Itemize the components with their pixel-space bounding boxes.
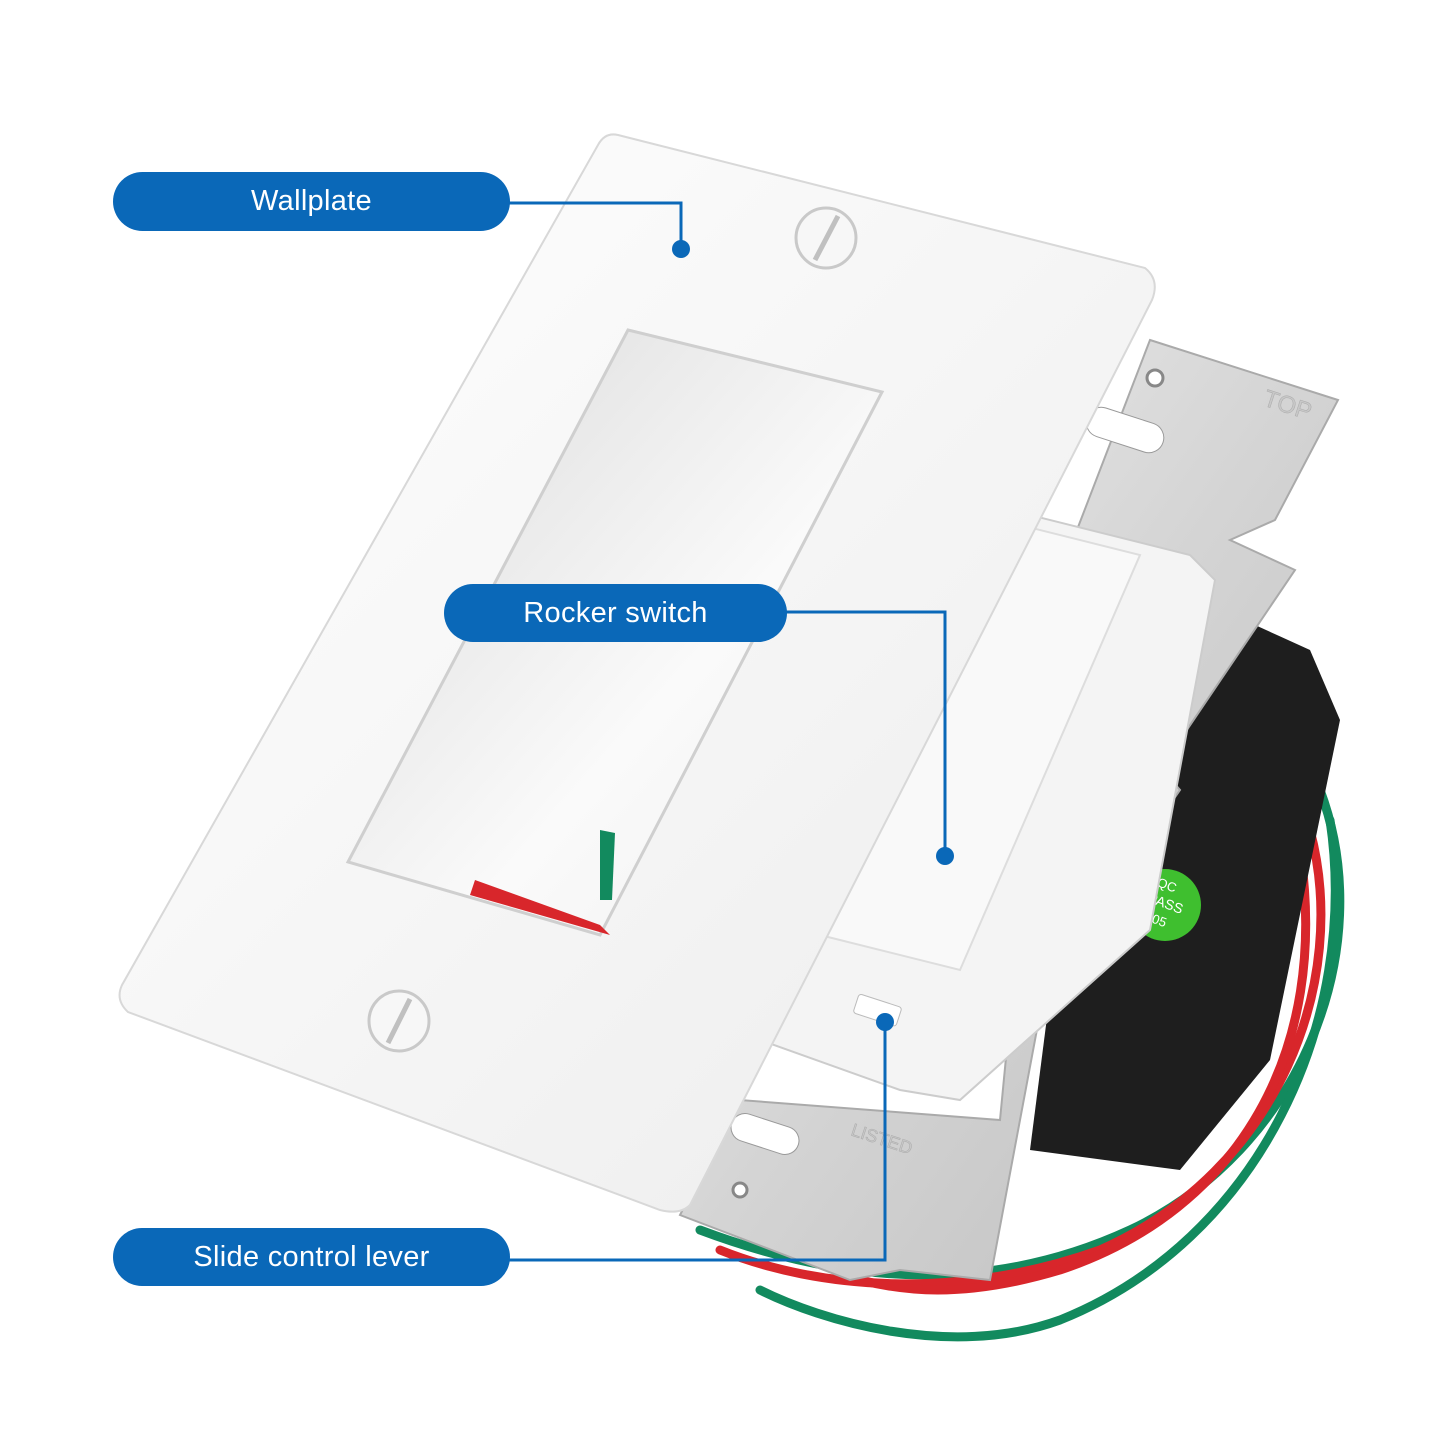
svg-text:05: 05 <box>1150 911 1169 930</box>
callout-leaders <box>505 201 947 1262</box>
callout-rocker-switch: Rocker switch <box>444 584 787 642</box>
callout-label: Wallplate <box>251 185 372 217</box>
callout-dot <box>936 847 954 865</box>
callout-slide-control-lever: Slide control lever <box>113 1228 510 1286</box>
screw-icon <box>367 989 431 1053</box>
callout-wallplate: Wallplate <box>113 172 510 231</box>
callout-label: Rocker switch <box>523 596 708 629</box>
callout-dot <box>672 240 690 258</box>
callout-dot <box>876 1013 894 1031</box>
svg-text:QC: QC <box>1155 875 1178 896</box>
screw-icon <box>794 206 858 270</box>
callout-label: Slide control lever <box>193 1240 430 1273</box>
